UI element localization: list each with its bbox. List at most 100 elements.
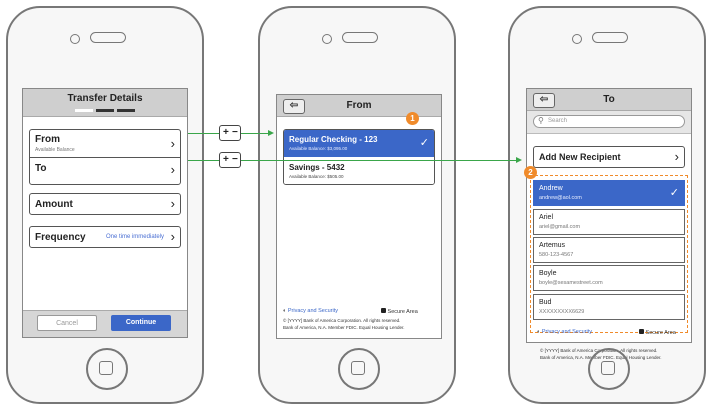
contact-detail: XXXXXXXXX6629 [539,309,585,315]
frequency-value: One time immediately [105,234,164,240]
contact-row[interactable]: Ariel ariel@gmail.com [533,209,685,235]
expand-collapse-toggle[interactable]: + − [219,125,241,141]
amount-label: Amount [35,199,73,210]
secure-area: Secure Area [639,329,676,336]
progress-step-3 [117,109,135,112]
contact-detail: andrew@aol.com [539,195,582,201]
home-button [338,348,380,390]
contact-name: Andrew [539,185,563,192]
account-row-selected[interactable]: Regular Checking - 123 Available Balance… [284,130,434,157]
chevron-right-icon: › [170,136,175,151]
search-icon: ⚲ [538,116,544,125]
from-label: From [35,134,60,145]
to-section[interactable]: To › [30,158,180,185]
chevron-right-icon: › [170,162,175,177]
secure-label: Secure Area [645,330,676,336]
search-bar: ⚲ Search [527,111,691,134]
privacy-link[interactable]: ◐ Privacy and Security [283,308,338,314]
camera-icon [70,34,80,44]
step-badge-2: 2 [524,166,537,179]
contact-row-selected[interactable]: Andrew andrew@aol.com ✓ [533,180,685,206]
add-recipient-row[interactable]: Add New Recipient › [533,146,685,168]
add-recipient-label: Add New Recipient [539,152,621,162]
frequency-label: Frequency [35,232,86,243]
connector-line [188,160,520,161]
lock-icon [381,308,386,313]
title-bar: From ⇦ [277,95,441,117]
account-row[interactable]: Savings - 5432 Available Balance: $505.0… [284,157,434,184]
search-input[interactable]: ⚲ Search [533,115,685,128]
continue-button[interactable]: Continue [111,315,171,331]
privacy-link[interactable]: ◐ Privacy and Security [537,329,592,335]
contact-detail: 580-123-4567 [539,252,574,258]
to-label: To [35,163,47,174]
home-button [588,348,630,390]
shield-icon: ◐ [537,329,541,335]
contact-name: Ariel [539,214,554,221]
arrowhead-icon [268,130,274,136]
bottom-bar: Cancel Continue [23,310,187,337]
from-row[interactable]: From Available Balance › To › [29,129,181,185]
minus-icon: − [232,127,238,138]
lock-icon [639,329,644,334]
contacts-highlight [530,175,688,333]
progress-indicator [75,109,137,112]
amount-row[interactable]: Amount › [29,193,181,215]
cancel-button[interactable]: Cancel [37,315,97,331]
search-placeholder: Search [548,118,568,124]
plus-icon: + [223,154,229,165]
check-icon: ✓ [419,137,429,149]
contact-row[interactable]: Boyle boyle@sesamestreet.com [533,265,685,291]
chevron-right-icon: › [170,229,175,244]
speaker-icon [592,32,628,43]
privacy-label: Privacy and Security [541,329,592,335]
back-arrow-icon[interactable]: ⇦ [283,99,305,114]
check-icon: ✓ [669,187,679,199]
contact-detail: ariel@gmail.com [539,224,581,230]
progress-step-1 [75,109,93,112]
title-bar: Transfer Details [23,89,187,117]
page-title: From [346,100,372,111]
home-button [86,348,128,390]
camera-icon [572,34,582,44]
contact-name: Artemus [539,242,566,249]
contact-row[interactable]: Artemus 580-123-4567 [533,237,685,263]
from-subtext: Available Balance [35,147,75,153]
secure-area: Secure Area [381,308,418,315]
account-balance: Available Balance: $3,095.00 [289,146,348,151]
screen-transfer-details: Transfer Details From Available Balance … [22,88,188,338]
phone-to: To ⇦ ⚲ Search Add New Recipient › Andrew… [508,6,706,404]
plus-icon: + [223,127,229,138]
secure-label: Secure Area [387,309,418,315]
account-name: Savings - 5432 [289,163,345,172]
camera-icon [322,34,332,44]
contact-row[interactable]: Bud XXXXXXXXX6629 [533,294,685,320]
minus-icon: − [232,154,238,165]
frequency-row[interactable]: Frequency One time immediately › [29,226,181,248]
speaker-icon [342,32,378,43]
expand-collapse-toggle[interactable]: + − [219,152,241,168]
from-section[interactable]: From Available Balance › [30,130,180,158]
contact-name: Bud [539,299,552,306]
account-balance: Available Balance: $505.00 [289,174,344,179]
phone-transfer-details: Transfer Details From Available Balance … [6,6,204,404]
chevron-right-icon: › [674,149,679,164]
copyright-line: © [YYYY] Bank of America Corporation. Al… [283,318,401,323]
chevron-right-icon: › [170,196,175,211]
shield-icon: ◐ [283,308,287,314]
step-badge-1: 1 [406,112,419,125]
fdic-line: Bank of America, N.A. Member FDIC. Equal… [283,325,405,330]
accounts-list: Regular Checking - 123 Available Balance… [283,129,435,185]
contact-name: Boyle [539,270,557,277]
phone-from: From ⇦ Regular Checking - 123 Available … [258,6,456,404]
arrowhead-icon [516,157,522,163]
page-title: To [603,94,615,105]
contact-detail: boyle@sesamestreet.com [539,280,603,286]
title-bar: To ⇦ [527,89,691,111]
screen-to: To ⇦ ⚲ Search Add New Recipient › Andrew… [526,88,692,343]
screen-from: From ⇦ Regular Checking - 123 Available … [276,94,442,339]
privacy-label: Privacy and Security [287,308,338,314]
back-arrow-icon[interactable]: ⇦ [533,93,555,108]
progress-step-2 [96,109,114,112]
speaker-icon [90,32,126,43]
